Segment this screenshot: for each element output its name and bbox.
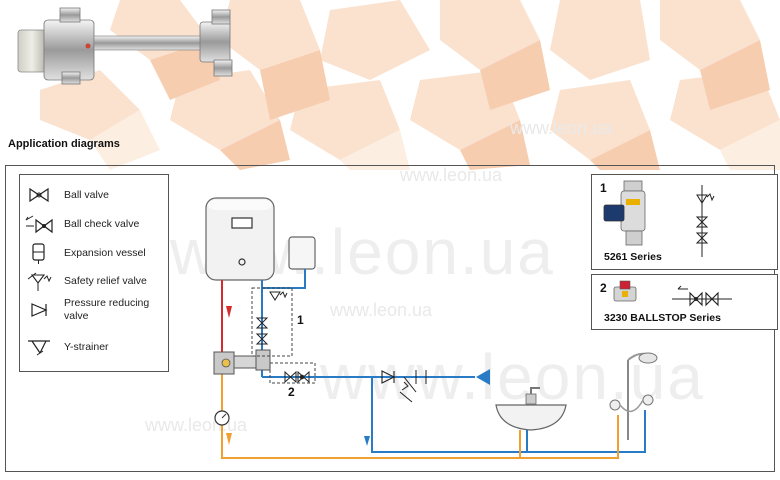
thermostatic-mixing-valve — [213, 349, 271, 375]
mixed-flow-arrow-icon — [226, 433, 232, 445]
legend-item: Expansion vessel — [20, 241, 170, 265]
detail-number: 1 — [600, 181, 607, 195]
detail-series-label: 5261 Series — [604, 251, 662, 263]
valve-5261-symbol — [695, 185, 715, 257]
ball-check-valve-icon — [25, 215, 53, 234]
cold-inlet-arrow-icon — [476, 369, 490, 385]
legend-item: Safety relief valve — [20, 269, 170, 293]
valve-product-illustration — [17, 7, 233, 85]
check-and-ball-valve-symbol — [255, 317, 269, 345]
detail-number: 2 — [600, 281, 607, 295]
valve-5261-illustration — [603, 180, 646, 246]
callout-number: 1 — [297, 313, 304, 327]
callout-box-2 — [269, 362, 316, 384]
legend-label: Safety relief valve — [64, 274, 147, 287]
section-title: Application diagrams — [8, 138, 120, 150]
shower-set — [609, 352, 658, 440]
expansion-vessel-icon — [32, 243, 45, 264]
callout-box-1 — [251, 287, 293, 357]
y-strainer-icon — [28, 340, 50, 356]
pressure-reducing-valve-symbol — [381, 370, 396, 384]
safety-relief-valve-symbol — [269, 291, 288, 301]
detail-box-5261: 1 5261 Series — [591, 174, 778, 270]
valve-3230-symbol — [672, 285, 732, 307]
watermark-text: www.leon.ua — [510, 118, 613, 138]
wash-basin — [495, 387, 567, 431]
legend-item: Pressure reducing valve — [20, 297, 170, 323]
legend-label: Y-strainer — [64, 340, 109, 353]
expansion-vessel — [288, 236, 316, 270]
thermometer-gauge — [214, 410, 230, 426]
watermark-text: www.leon.ua — [400, 165, 503, 185]
water-heater — [205, 197, 275, 281]
safety-relief-valve-icon — [27, 272, 52, 291]
hot-flow-arrow-icon — [226, 306, 232, 318]
pressure-reducing-valve-icon — [31, 303, 48, 317]
legend-label: Expansion vessel — [64, 246, 146, 259]
legend-label: Ball valve — [64, 188, 109, 201]
legend-item: Ball valve — [20, 183, 170, 207]
legend-item: Ball check valve — [20, 212, 170, 236]
legend-item: Y-strainer — [20, 335, 170, 359]
valve-3230-illustration — [613, 280, 637, 302]
legend-label: Pressure reducing valve — [64, 297, 150, 322]
legend-label: Ball check valve — [64, 217, 140, 230]
callout-number: 2 — [288, 385, 295, 399]
cold-flow-arrow-icon — [364, 436, 370, 446]
watermark-text: www.leon.ua — [330, 300, 433, 320]
strainer-symbol — [399, 370, 427, 403]
detail-box-3230: 2 3230 BALLSTOP Series — [591, 274, 778, 330]
detail-series-label: 3230 BALLSTOP Series — [604, 312, 721, 324]
legend: Ball valve Ball check valve Expansion ve… — [19, 174, 169, 372]
ballstop-valve-symbol — [284, 370, 310, 384]
header-background-pattern — [0, 0, 780, 170]
ball-valve-icon — [29, 187, 49, 203]
